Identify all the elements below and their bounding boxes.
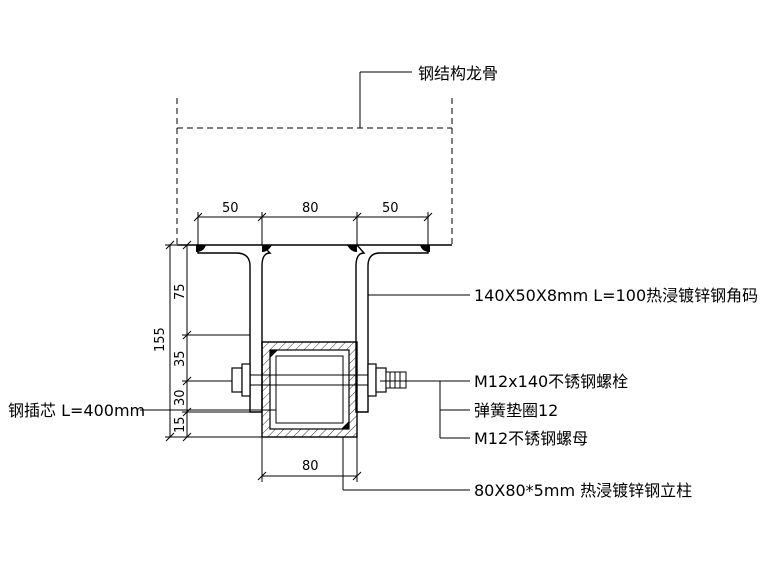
angle-code-label: 140X50X8mm L=100热浸镀锌钢角码 bbox=[474, 286, 758, 305]
hardware-leaders bbox=[380, 380, 470, 439]
dim-v35: 35 bbox=[173, 350, 188, 367]
dim-bottom: 80 bbox=[302, 459, 319, 474]
left-dimension-lines bbox=[165, 240, 262, 442]
weld-marks bbox=[196, 245, 430, 252]
steel-column-section bbox=[261, 341, 358, 438]
dim-v75: 75 bbox=[173, 283, 188, 300]
core-label: 钢插芯 L=400mm bbox=[8, 401, 145, 420]
top-dimension-lines bbox=[193, 212, 433, 245]
bolt-assembly bbox=[231, 363, 407, 397]
bottom-dimension-lines bbox=[257, 437, 362, 482]
dim-top-mid: 80 bbox=[302, 201, 319, 216]
dim-v30: 30 bbox=[173, 389, 188, 406]
keel-leader bbox=[359, 71, 412, 128]
angle-bracket-right bbox=[355, 244, 429, 413]
steel-core-section bbox=[275, 355, 344, 424]
bolt-label: M12x140不锈钢螺栓 bbox=[474, 372, 628, 391]
steel-keel-label: 钢结构龙骨 bbox=[418, 64, 498, 83]
dim-top-left: 50 bbox=[222, 201, 239, 216]
steel-keel-outline bbox=[176, 98, 453, 246]
column-leader bbox=[342, 437, 470, 491]
dim-top-right: 50 bbox=[382, 201, 399, 216]
dim-total-height: 155 bbox=[153, 327, 168, 352]
dim-v15: 15 bbox=[173, 416, 188, 433]
nut-label: M12不锈钢螺母 bbox=[474, 429, 588, 448]
spring-washer-label: 弹簧垫圈12 bbox=[474, 401, 558, 420]
column-label: 80X80*5mm 热浸镀锌钢立柱 bbox=[474, 481, 692, 500]
